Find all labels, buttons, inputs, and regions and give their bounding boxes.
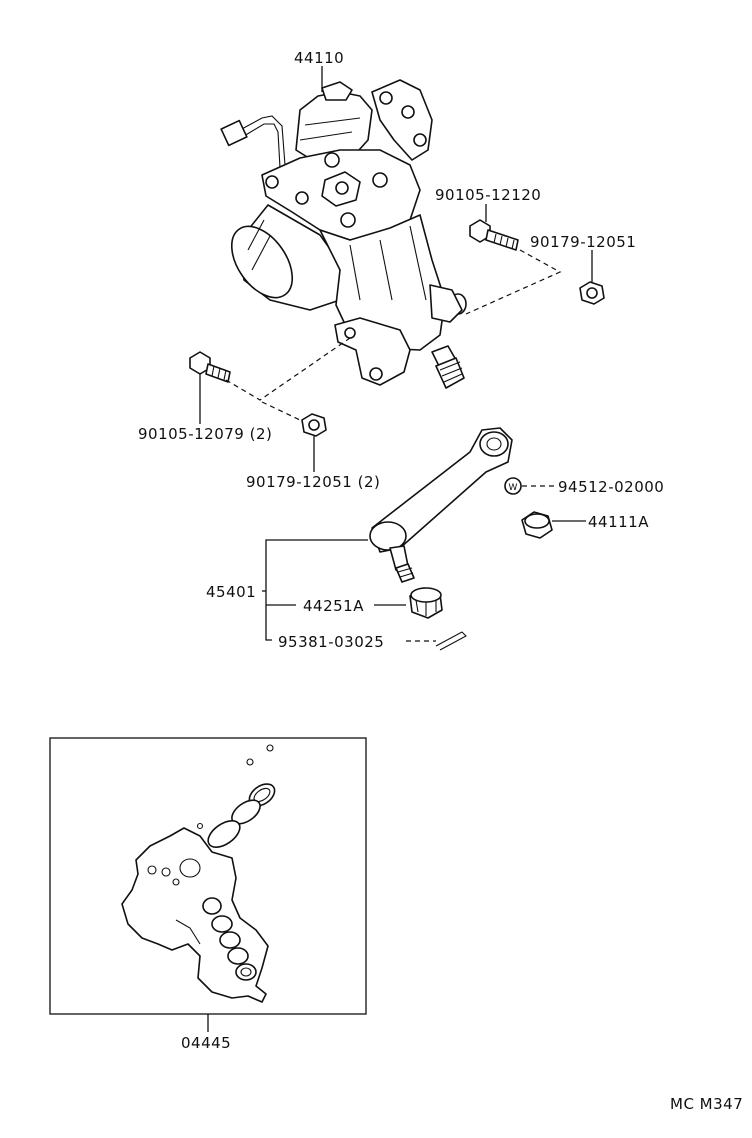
alignment-line-lower [225, 337, 351, 421]
steering-gear-housing-illustration [220, 79, 467, 389]
label-washer: 94512-02000 [558, 478, 664, 496]
label-cotter-pin: 95381-03025 [278, 633, 384, 651]
cotter-pin-icon [435, 631, 467, 651]
label-nut-upper: 90179-12051 [530, 233, 636, 251]
label-bolt-lower: 90105-12079 (2) [138, 425, 272, 443]
pitman-arm-illustration [369, 427, 513, 583]
gasket-set-illustration [121, 744, 276, 1003]
label-arm-assy: 45401 [206, 583, 256, 601]
label-nut-lower: 90179-12051 (2) [246, 473, 380, 491]
bolt-upper-icon [469, 219, 519, 251]
arm-nut-icon [521, 511, 553, 539]
label-gasket-kit: 04445 [181, 1034, 231, 1052]
arm-assy-bracket [265, 539, 368, 641]
nut-upper-icon [579, 281, 605, 305]
label-arm-nut: 44111A [588, 513, 649, 531]
reference-code: MC M347 [670, 1095, 743, 1113]
bolt-lower-icon [189, 351, 231, 383]
label-castle-nut: 44251A [303, 597, 364, 615]
nut-lower-icon [301, 413, 327, 437]
castle-nut-icon [409, 587, 443, 619]
washer-icon: W [504, 477, 522, 495]
label-gear-housing: 44110 [294, 49, 344, 67]
label-bolt-upper: 90105-12120 [435, 186, 541, 204]
washer-mark: W [509, 483, 518, 493]
alignment-line-upper [465, 249, 562, 315]
